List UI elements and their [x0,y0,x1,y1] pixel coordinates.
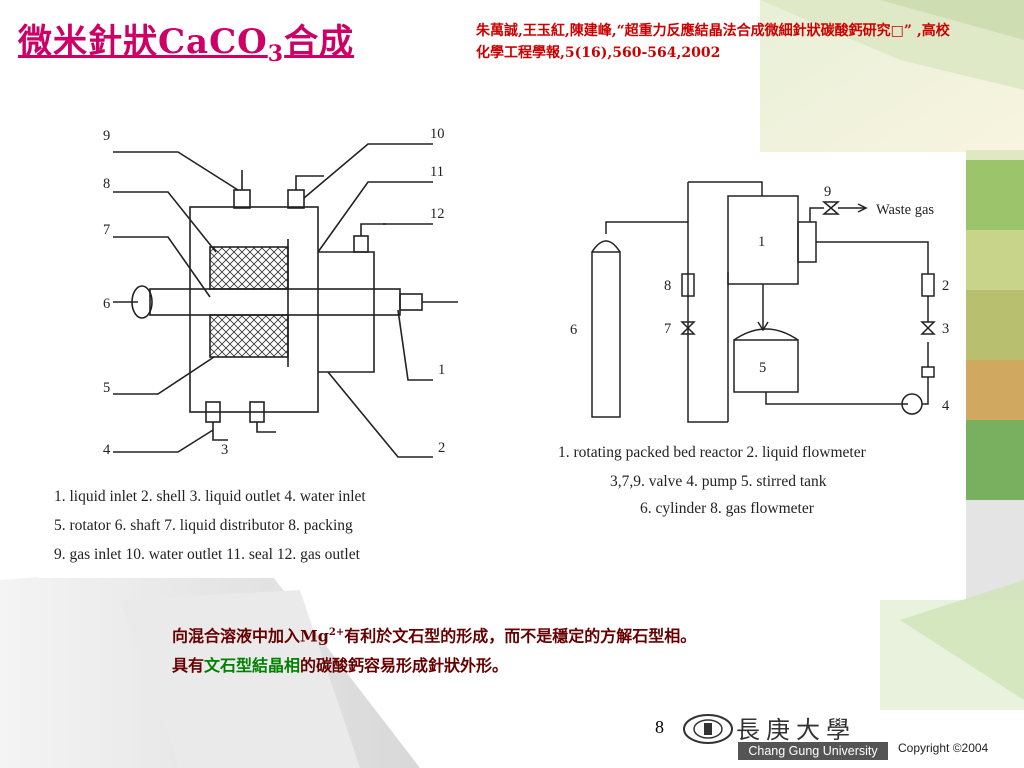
body-line-2: 具有文石型結晶相的碳酸鈣容易形成針狀外形。 [172,656,509,676]
label-9: 9 [103,128,110,144]
label-valve-gas: 7 [664,321,671,337]
label-4: 4 [103,442,111,458]
reactor-schematic-drawing: 9 10 8 11 7 12 6 1 5 4 3 2 [103,126,458,458]
slide-title: 微米針狀CaCO3合成 [18,22,355,67]
process-flow-figure: 1 5 6 8 7 9 2 3 4 Waste gas 1. rotating … [548,152,966,517]
copyright-text: Copyright ©2004 [898,741,989,755]
label-8: 8 [103,176,110,192]
label-pump: 4 [942,398,950,414]
left-caption-line-3: 9. gas inlet 10. water outlet 11. seal 1… [54,546,360,563]
label-6: 6 [103,296,110,312]
label-3: 3 [221,442,228,458]
label-2: 2 [438,440,445,456]
label-12: 12 [430,206,445,222]
highlight-aragonite: 文石型結晶相 [204,656,301,676]
right-caption-line-3: 6. cylinder 8. gas flowmeter [640,500,814,517]
body-line-1: 向混合溶液中加入Mg2+有利於文石型的形成，而不是穩定的方解石型相。 [172,626,697,646]
body-text: 向混合溶液中加入Mg2+有利於文石型的形成，而不是穩定的方解石型相。 具有文石型… [172,618,972,681]
citation-text: 朱萬誠,王玉紅,陳建峰,“超重力反應結晶法合成微細針狀碳酸鈣研究□” ,高校化學… [476,23,950,61]
label-reactor: 1 [758,234,765,250]
reactor-schematic-figure: 9 10 8 11 7 12 6 1 5 4 3 2 1. liquid inl… [38,112,518,578]
page-number: 8 [655,717,664,737]
label-valve-waste: 9 [824,184,831,200]
label-flowmeter-liquid: 2 [942,278,949,294]
label-10: 10 [430,126,445,142]
right-caption-line-1: 1. rotating packed bed reactor 2. liquid… [558,444,866,461]
label-cylinder: 6 [570,322,577,338]
label-7: 7 [103,222,110,238]
university-name-cn: 長庚大學 [736,716,856,744]
label-11: 11 [430,164,444,180]
left-caption-line-1: 1. liquid inlet 2. shell 3. liquid outle… [54,488,366,505]
label-flowmeter-gas: 8 [664,278,671,294]
label-valve-liquid: 3 [942,321,949,337]
university-logo-icon [683,714,733,744]
university-name-en: Chang Gung University [738,742,888,760]
label-tank: 5 [759,360,766,376]
process-flow-drawing: 1 5 6 8 7 9 2 3 4 Waste gas [570,181,950,423]
waste-gas-label: Waste gas [876,202,934,218]
right-caption-line-2: 3,7,9. valve 4. pump 5. stirred tank [610,473,827,490]
left-caption-line-2: 5. rotator 6. shaft 7. liquid distributo… [54,517,353,534]
label-5: 5 [103,380,110,396]
label-1: 1 [438,362,445,378]
